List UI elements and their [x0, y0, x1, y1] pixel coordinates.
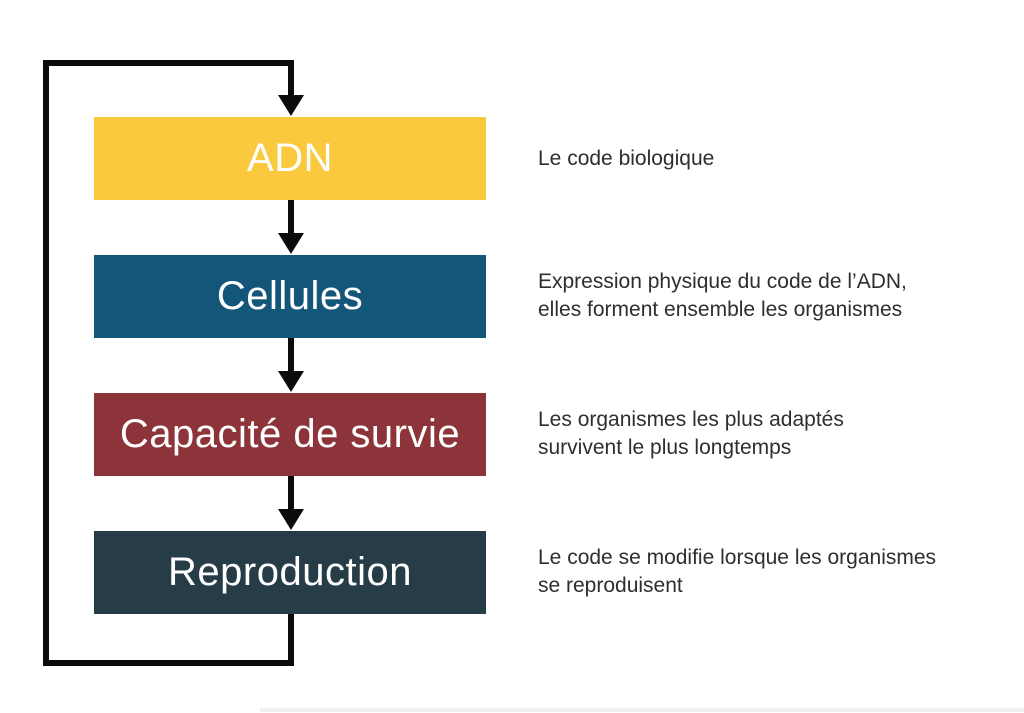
loop-top-line: [43, 60, 294, 66]
arrowhead-down-icon: [278, 95, 304, 116]
loop-bottom-line: [43, 660, 294, 666]
node-label: Reproduction: [168, 550, 412, 594]
arrow-shaft-line: [288, 200, 294, 234]
description-cellules: Expression physique du code de l’ADN, el…: [538, 270, 907, 321]
node-label: Capacité de survie: [119, 412, 461, 456]
bottom-edge-artifact: [260, 708, 1024, 712]
arrow-shaft-line: [288, 338, 294, 372]
node-capacite-de-survie: Capacité de survie: [94, 393, 486, 476]
node-adn: ADN: [94, 117, 486, 200]
node-reproduction: Reproduction: [94, 531, 486, 614]
description-reproduction: Le code se modifie lorsque les organisme…: [538, 546, 937, 597]
arrowhead-down-icon: [278, 233, 304, 254]
loop-entry-shaft-line: [288, 60, 294, 96]
description-adn: Le code biologique: [538, 147, 715, 170]
description-capacite-de-survie: Les organismes les plus adaptés surviven…: [538, 408, 844, 459]
loop-left-line: [43, 60, 49, 666]
node-label: ADN: [247, 136, 333, 180]
loop-exit-shaft-line: [288, 614, 294, 666]
arrowhead-down-icon: [278, 509, 304, 530]
node-label: Cellules: [216, 274, 364, 318]
arrow-shaft-line: [288, 475, 294, 510]
arrowhead-down-icon: [278, 371, 304, 392]
node-cellules: Cellules: [94, 255, 486, 338]
